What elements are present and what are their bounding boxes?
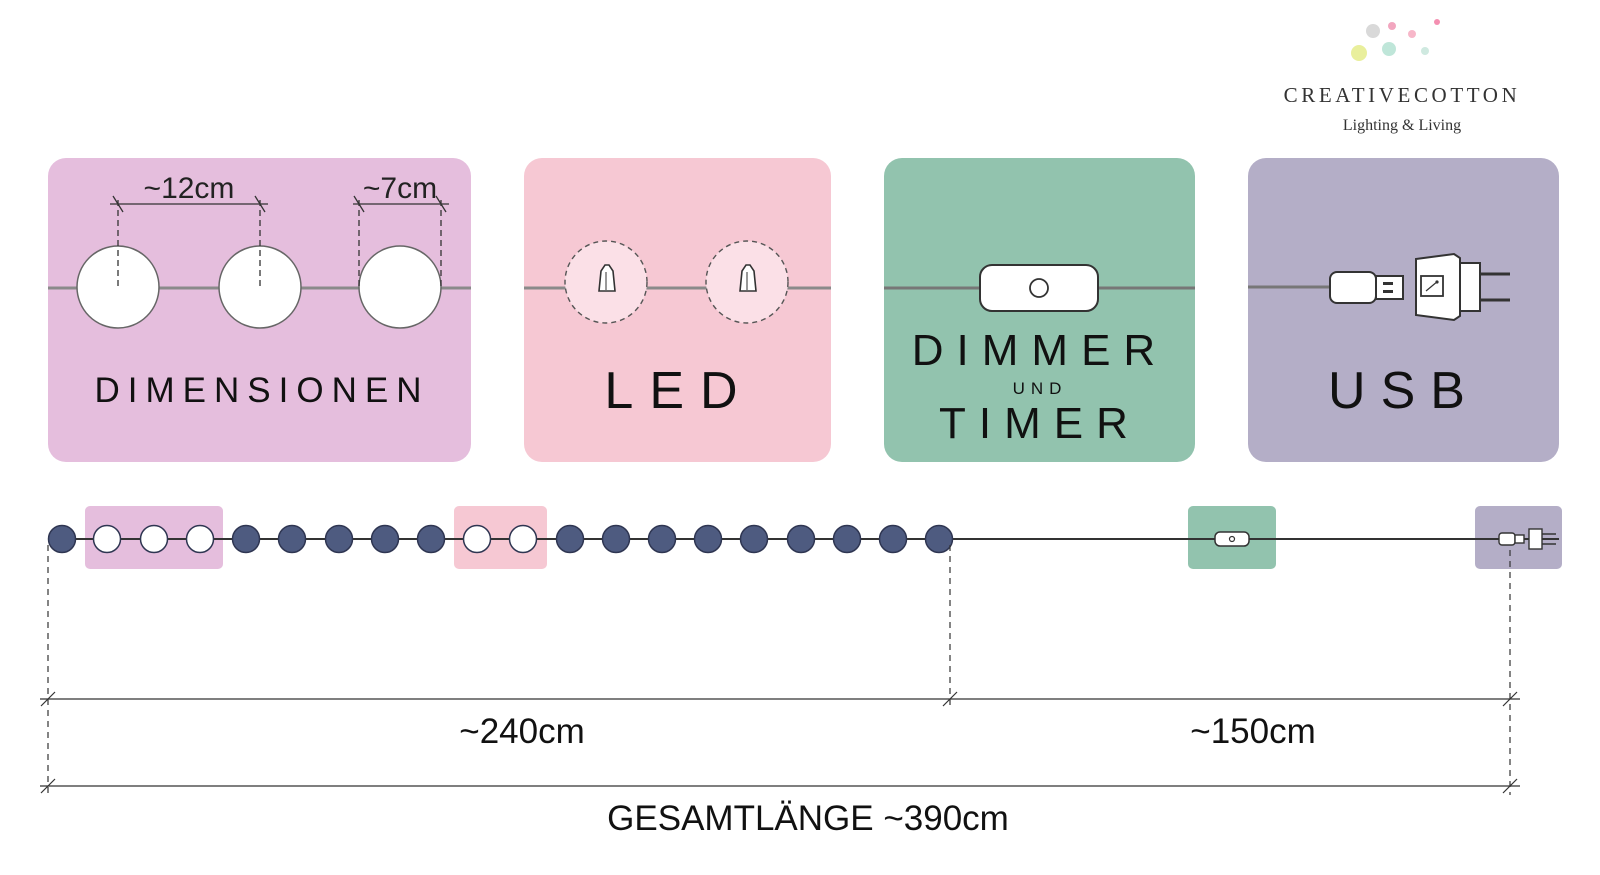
- panel-dimmer: DIMMER UND TIMER: [884, 158, 1195, 462]
- ball-row: [47, 524, 954, 554]
- white-ball-icon: [508, 524, 538, 554]
- colored-ball-icon: [739, 524, 769, 554]
- led-bulb-icon: [705, 240, 789, 324]
- spacing-dimension-line: [110, 195, 449, 288]
- brand-tagline: Lighting & Living: [1343, 117, 1461, 134]
- brand-logo: CREATIVECOTTON Lighting & Living: [1284, 19, 1521, 134]
- colored-ball-icon: [601, 524, 631, 554]
- colored-ball-icon: [416, 524, 446, 554]
- colored-ball-icon: [786, 524, 816, 554]
- brand-dot: [1366, 24, 1380, 38]
- brand-dot: [1421, 47, 1429, 55]
- colored-ball-icon: [324, 524, 354, 554]
- panel-usb-background: [1248, 158, 1559, 462]
- power-adapter-icon: [1415, 252, 1510, 322]
- ball-icon: [76, 245, 160, 329]
- panel-timer-title: TIMER: [939, 399, 1141, 448]
- white-ball-icon: [139, 524, 169, 554]
- dimmer-switch-icon: [979, 264, 1099, 312]
- white-ball-icon: [92, 524, 122, 554]
- colored-ball-icon: [47, 524, 77, 554]
- panel-usb: USB: [1248, 158, 1559, 462]
- usb-plug-icon: [1329, 271, 1404, 304]
- diameter-label: ~7cm: [363, 172, 437, 205]
- panel-dimmer-title: DIMMER: [912, 326, 1168, 375]
- panel-led-background: [524, 158, 831, 462]
- colored-ball-icon: [231, 524, 261, 554]
- light-strand: [47, 506, 1562, 569]
- panel-usb-title: USB: [1328, 362, 1480, 420]
- brand-dot: [1351, 45, 1367, 61]
- total-length-label: GESAMTLÄNGE ~390cm: [607, 799, 1009, 838]
- led-bulb-icon: [564, 240, 648, 324]
- segment-a-label: ~240cm: [459, 712, 585, 751]
- colored-ball-icon: [693, 524, 723, 554]
- white-ball-icon: [185, 524, 215, 554]
- colored-ball-icon: [832, 524, 862, 554]
- brand-dot: [1382, 42, 1396, 56]
- brand-name: CREATIVECOTTON: [1284, 83, 1521, 107]
- colored-ball-icon: [370, 524, 400, 554]
- colored-ball-icon: [647, 524, 677, 554]
- strand-usb-plug-icon: [1498, 528, 1556, 550]
- panel-dimensions: ~12cm ~7cm DIMENSIONEN: [48, 158, 471, 462]
- panel-dimmer-conjunction: UND: [1013, 379, 1068, 398]
- colored-ball-icon: [555, 524, 585, 554]
- brand-dot: [1408, 30, 1416, 38]
- segment-b-label: ~150cm: [1190, 712, 1316, 751]
- brand-dot: [1388, 22, 1396, 30]
- colored-ball-icon: [924, 524, 954, 554]
- panel-led: LED: [524, 158, 831, 462]
- panel-led-title: LED: [604, 362, 753, 420]
- spacing-label: ~12cm: [144, 172, 235, 205]
- white-ball-icon: [462, 524, 492, 554]
- colored-ball-icon: [277, 524, 307, 554]
- highlight-led: [454, 506, 547, 569]
- brand-dot: [1434, 19, 1440, 25]
- ball-icon: [218, 245, 302, 329]
- brand-dots-icon: [1351, 19, 1440, 61]
- strand-switch-icon: [1214, 531, 1250, 547]
- panel-dimensions-title: DIMENSIONEN: [95, 371, 430, 410]
- ball-icon: [358, 245, 442, 329]
- colored-ball-icon: [878, 524, 908, 554]
- measurement-lines: [40, 545, 1520, 795]
